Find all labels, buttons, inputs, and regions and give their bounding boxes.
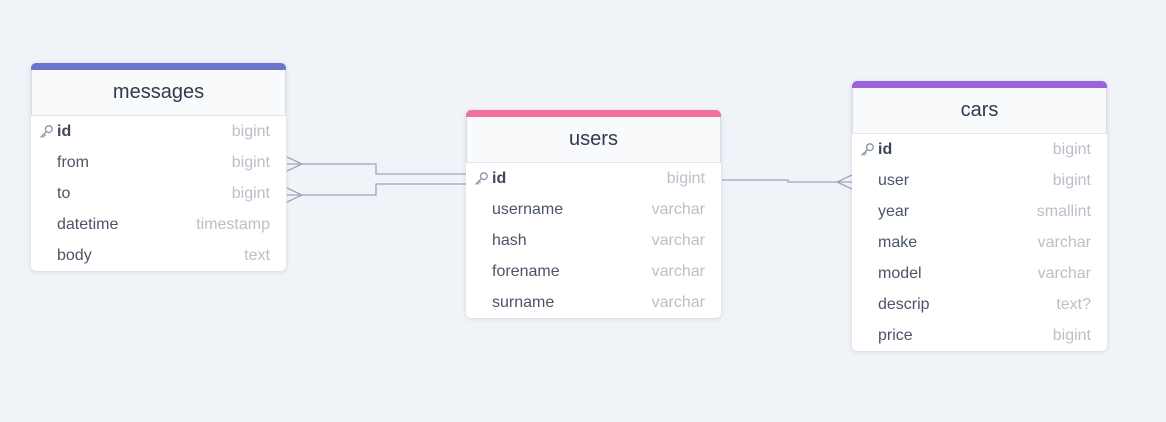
key-icon <box>474 171 489 186</box>
field-name: hash <box>492 231 527 249</box>
field-row-users-surname[interactable]: surname varchar <box>466 287 721 318</box>
table-cars[interactable]: cars id bigint user bigint year smallint make va… <box>852 81 1107 351</box>
field-name: user <box>878 171 910 189</box>
field-type: smallint <box>1036 202 1091 220</box>
field-type: bigint <box>231 184 270 202</box>
field-name: id <box>57 122 72 140</box>
crowfoot-messages-to <box>286 187 304 203</box>
field-type: text <box>244 246 270 264</box>
field-name: datetime <box>57 215 119 233</box>
field-name: make <box>878 233 918 251</box>
field-type: bigint <box>1052 140 1091 158</box>
field-name: id <box>878 140 893 158</box>
field-row-users-forename[interactable]: forename varchar <box>466 256 721 287</box>
field-type: bigint <box>1052 326 1091 344</box>
field-type: bigint <box>231 122 270 140</box>
relation-messages-to-users-id[interactable] <box>287 183 466 196</box>
field-type: varchar <box>651 262 705 280</box>
key-icon <box>39 124 54 139</box>
relation-users-id-cars-user[interactable] <box>722 179 852 183</box>
field-type: varchar <box>1037 233 1091 251</box>
field-row-cars-user[interactable]: user bigint <box>852 165 1107 196</box>
table-cars-color-bar <box>852 81 1107 88</box>
field-row-users-username[interactable]: username varchar <box>466 194 721 225</box>
field-row-cars-year[interactable]: year smallint <box>852 196 1107 227</box>
field-name: body <box>57 246 92 264</box>
field-row-messages-datetime[interactable]: datetime timestamp <box>31 209 286 240</box>
field-name: model <box>878 264 922 282</box>
field-name: from <box>57 153 89 171</box>
field-row-messages-id[interactable]: id bigint <box>31 116 286 147</box>
relation-messages-from-users-id[interactable] <box>287 163 466 175</box>
field-type: bigint <box>666 169 705 187</box>
field-name: surname <box>492 293 555 311</box>
field-type: bigint <box>231 153 270 171</box>
field-row-messages-to[interactable]: to bigint <box>31 178 286 209</box>
field-name: forename <box>492 262 560 280</box>
table-users-title[interactable]: users <box>466 117 721 163</box>
field-type: timestamp <box>196 215 270 233</box>
crowfoot-cars-user <box>835 174 853 190</box>
field-type: text? <box>1056 295 1091 313</box>
crowfoot-messages-from <box>286 156 304 172</box>
field-name: descrip <box>878 295 930 313</box>
table-users-color-bar <box>466 110 721 117</box>
table-cars-title[interactable]: cars <box>852 88 1107 134</box>
field-row-messages-body[interactable]: body text <box>31 240 286 271</box>
table-messages-color-bar <box>31 63 286 70</box>
field-name: year <box>878 202 910 220</box>
field-row-cars-descrip[interactable]: descrip text? <box>852 289 1107 320</box>
field-row-users-id[interactable]: id bigint <box>466 163 721 194</box>
field-row-cars-make[interactable]: make varchar <box>852 227 1107 258</box>
field-type: varchar <box>651 293 705 311</box>
table-messages[interactable]: messages id bigint from bigint to bigint dateti… <box>31 63 286 271</box>
field-name: id <box>492 169 507 187</box>
field-name: to <box>57 184 71 202</box>
field-row-cars-id[interactable]: id bigint <box>852 134 1107 165</box>
field-row-cars-model[interactable]: model varchar <box>852 258 1107 289</box>
field-type: varchar <box>651 200 705 218</box>
table-messages-title[interactable]: messages <box>31 70 286 116</box>
field-type: varchar <box>1037 264 1091 282</box>
field-name: username <box>492 200 564 218</box>
field-type: bigint <box>1052 171 1091 189</box>
field-row-cars-price[interactable]: price bigint <box>852 320 1107 351</box>
field-type: varchar <box>651 231 705 249</box>
field-row-users-hash[interactable]: hash varchar <box>466 225 721 256</box>
key-icon <box>860 142 875 157</box>
field-row-messages-from[interactable]: from bigint <box>31 147 286 178</box>
field-name: price <box>878 326 913 344</box>
